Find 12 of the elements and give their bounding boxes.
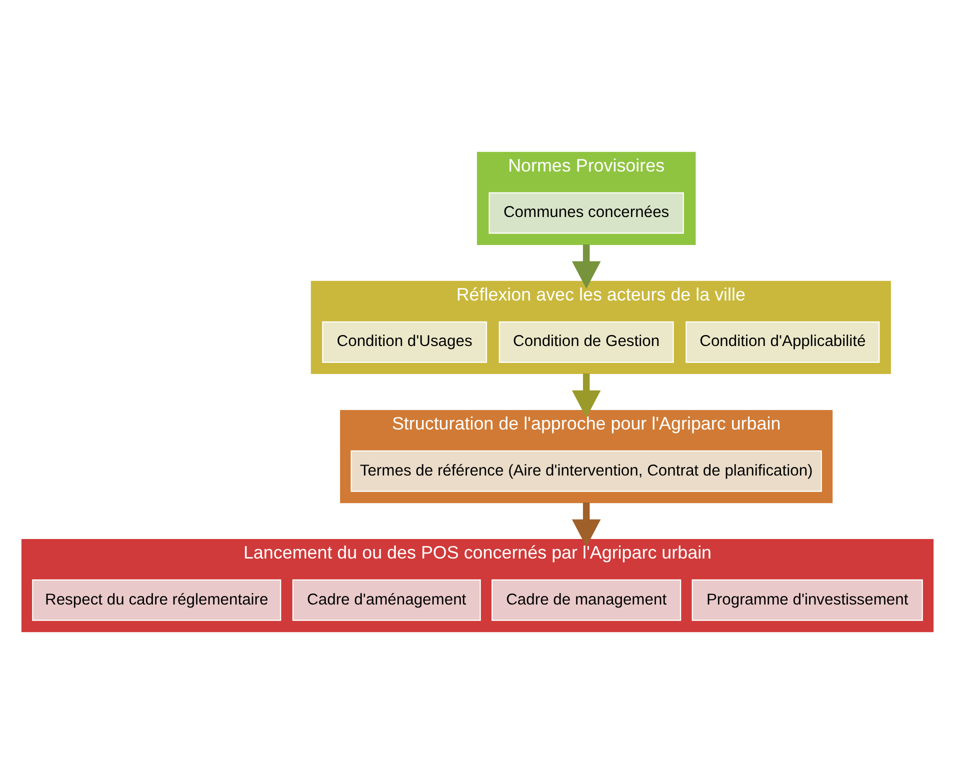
arrow xyxy=(572,373,601,418)
node-box: Condition d'Applicabilité xyxy=(686,320,880,362)
node-box: Cadre d'aménagement xyxy=(292,578,481,620)
arrow xyxy=(572,244,601,288)
arrow xyxy=(572,502,601,546)
node-box: Respect du cadre réglementaire xyxy=(32,578,282,620)
node-box: Programme d'investissement xyxy=(692,578,923,620)
node-box: Condition d'Usages xyxy=(322,320,488,362)
node-box: Termes de référence (Aire d'intervention, Contrat de planification) xyxy=(350,450,822,492)
node-box: Communes concernées xyxy=(488,192,684,234)
node-box: Condition de Gestion xyxy=(498,320,674,362)
node-box: Cadre de management xyxy=(492,578,682,620)
